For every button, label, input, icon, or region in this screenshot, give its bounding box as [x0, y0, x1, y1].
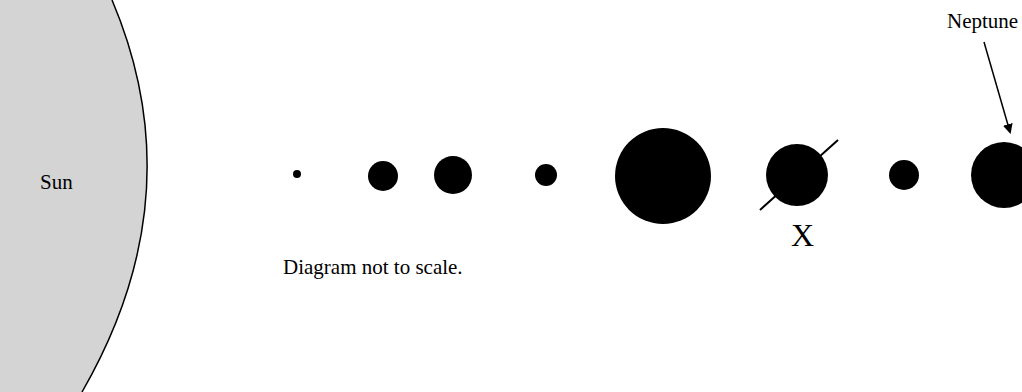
scale-note: Diagram not to scale.	[283, 256, 463, 279]
planet-ring	[760, 140, 838, 210]
planet	[889, 160, 919, 190]
planet-letter: X	[791, 218, 814, 253]
planet	[535, 164, 557, 186]
planet	[368, 161, 398, 191]
planet	[293, 170, 301, 178]
planet	[434, 156, 472, 194]
planet-name: Neptune	[947, 10, 1018, 33]
planet	[615, 128, 711, 224]
sun-label: Sun	[40, 171, 73, 194]
leader-arrow	[984, 42, 1010, 132]
sun-shape: Sun	[0, 0, 160, 392]
sun-outline	[0, 0, 160, 392]
planet	[971, 142, 1022, 208]
